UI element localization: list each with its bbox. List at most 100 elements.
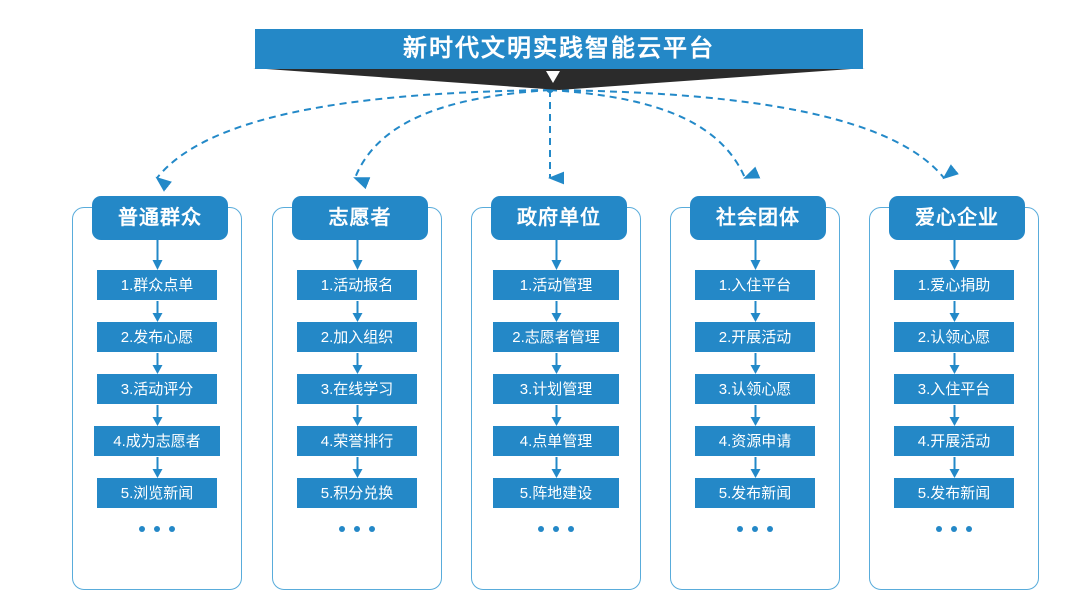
step-label: 2.认领心愿 bbox=[917, 328, 991, 346]
down-arrow-icon bbox=[352, 405, 362, 426]
step-item[interactable]: 3.在线学习 bbox=[297, 374, 417, 404]
step-item[interactable]: 5.阵地建设 bbox=[493, 478, 619, 508]
down-arrow-icon bbox=[750, 240, 760, 270]
step-label: 1.活动报名 bbox=[320, 276, 394, 294]
more-items-indicator bbox=[139, 526, 175, 532]
step-item[interactable]: 2.志愿者管理 bbox=[493, 322, 619, 352]
step-item[interactable]: 3.活动评分 bbox=[97, 374, 217, 404]
down-arrow-icon bbox=[750, 405, 760, 426]
step-item[interactable]: 2.认领心愿 bbox=[894, 322, 1014, 352]
step-label: 1.入住平台 bbox=[718, 276, 792, 294]
step-item[interactable]: 2.加入组织 bbox=[297, 322, 417, 352]
dot-icon bbox=[568, 526, 574, 532]
dot-icon bbox=[752, 526, 758, 532]
dot-icon bbox=[354, 526, 360, 532]
step-item[interactable]: 4.点单管理 bbox=[493, 426, 619, 456]
dot-icon bbox=[139, 526, 145, 532]
step-label: 4.开展活动 bbox=[917, 432, 991, 450]
step-item[interactable]: 2.发布心愿 bbox=[97, 322, 217, 352]
chevron-down-icon bbox=[546, 71, 560, 83]
down-arrow-icon bbox=[352, 240, 362, 270]
step-item[interactable]: 5.发布新闻 bbox=[695, 478, 815, 508]
dot-icon bbox=[169, 526, 175, 532]
step-label: 3.计划管理 bbox=[519, 380, 593, 398]
step-label: 4.资源申请 bbox=[718, 432, 792, 450]
more-items-indicator bbox=[737, 526, 773, 532]
step-label: 3.在线学习 bbox=[320, 380, 394, 398]
dot-icon bbox=[538, 526, 544, 532]
down-arrow-icon bbox=[352, 457, 362, 478]
more-items-indicator bbox=[538, 526, 574, 532]
step-item[interactable]: 5.浏览新闻 bbox=[97, 478, 217, 508]
platform-title-bar: 新时代文明实践智能云平台 bbox=[255, 29, 863, 69]
down-arrow-icon bbox=[949, 457, 959, 478]
column-header-volunteer[interactable]: 志愿者 bbox=[292, 196, 428, 240]
column-header-label: 爱心企业 bbox=[915, 207, 999, 229]
step-item[interactable]: 4.资源申请 bbox=[695, 426, 815, 456]
step-item[interactable]: 1.爱心捐助 bbox=[894, 270, 1014, 300]
step-label: 3.入住平台 bbox=[917, 380, 991, 398]
down-arrow-icon bbox=[750, 301, 760, 322]
step-label: 5.积分兑换 bbox=[320, 484, 394, 502]
down-arrow-icon bbox=[551, 457, 561, 478]
down-arrow-icon bbox=[152, 240, 162, 270]
more-items-indicator bbox=[339, 526, 375, 532]
page-title: 新时代文明实践智能云平台 bbox=[403, 35, 715, 62]
column-header-government[interactable]: 政府单位 bbox=[491, 196, 627, 240]
down-arrow-icon bbox=[551, 301, 561, 322]
step-label: 5.阵地建设 bbox=[519, 484, 593, 502]
column-header-social-group[interactable]: 社会团体 bbox=[690, 196, 826, 240]
down-arrow-icon bbox=[352, 301, 362, 322]
down-arrow-icon bbox=[949, 353, 959, 374]
step-item[interactable]: 2.开展活动 bbox=[695, 322, 815, 352]
down-arrow-icon bbox=[949, 405, 959, 426]
column-header-label: 志愿者 bbox=[328, 207, 392, 229]
step-item[interactable]: 3.认领心愿 bbox=[695, 374, 815, 404]
step-label: 5.浏览新闻 bbox=[120, 484, 194, 502]
step-label: 2.开展活动 bbox=[718, 328, 792, 346]
column-header-label: 普通群众 bbox=[118, 207, 202, 229]
step-label: 5.发布新闻 bbox=[718, 484, 792, 502]
step-item[interactable]: 1.入住平台 bbox=[695, 270, 815, 300]
step-label: 3.活动评分 bbox=[120, 380, 194, 398]
down-arrow-icon bbox=[152, 405, 162, 426]
step-item[interactable]: 4.荣誉排行 bbox=[297, 426, 417, 456]
step-label: 4.成为志愿者 bbox=[113, 432, 201, 450]
down-arrow-icon bbox=[152, 301, 162, 322]
down-arrow-icon bbox=[152, 457, 162, 478]
column-header-label: 政府单位 bbox=[517, 207, 601, 229]
step-label: 3.认领心愿 bbox=[718, 380, 792, 398]
dot-icon bbox=[154, 526, 160, 532]
step-label: 2.发布心愿 bbox=[120, 328, 194, 346]
column-steps: 1.群众点单 2.发布心愿 3.活动评分 4.成为志愿者 5.浏览新闻 bbox=[72, 240, 242, 532]
dot-icon bbox=[966, 526, 972, 532]
step-item[interactable]: 1.群众点单 bbox=[97, 270, 217, 300]
down-arrow-icon bbox=[551, 240, 561, 270]
step-item[interactable]: 1.活动报名 bbox=[297, 270, 417, 300]
column-header-enterprise[interactable]: 爱心企业 bbox=[889, 196, 1025, 240]
step-label: 2.志愿者管理 bbox=[512, 328, 600, 346]
step-item[interactable]: 3.计划管理 bbox=[493, 374, 619, 404]
down-arrow-icon bbox=[750, 353, 760, 374]
dot-icon bbox=[951, 526, 957, 532]
down-arrow-icon bbox=[152, 353, 162, 374]
down-arrow-icon bbox=[352, 353, 362, 374]
step-label: 4.荣誉排行 bbox=[320, 432, 394, 450]
step-item[interactable]: 1.活动管理 bbox=[493, 270, 619, 300]
step-label: 2.加入组织 bbox=[320, 328, 394, 346]
step-item[interactable]: 4.开展活动 bbox=[894, 426, 1014, 456]
step-item[interactable]: 3.入住平台 bbox=[894, 374, 1014, 404]
down-arrow-icon bbox=[551, 405, 561, 426]
column-steps: 1.活动报名 2.加入组织 3.在线学习 4.荣誉排行 5.积分兑换 bbox=[272, 240, 442, 532]
step-label: 4.点单管理 bbox=[519, 432, 593, 450]
down-arrow-icon bbox=[551, 353, 561, 374]
step-item[interactable]: 4.成为志愿者 bbox=[94, 426, 220, 456]
column-steps: 1.入住平台 2.开展活动 3.认领心愿 4.资源申请 5.发布新闻 bbox=[670, 240, 840, 532]
column-header-public[interactable]: 普通群众 bbox=[92, 196, 228, 240]
dot-icon bbox=[737, 526, 743, 532]
dot-icon bbox=[936, 526, 942, 532]
dot-icon bbox=[767, 526, 773, 532]
step-item[interactable]: 5.积分兑换 bbox=[297, 478, 417, 508]
step-item[interactable]: 5.发布新闻 bbox=[894, 478, 1014, 508]
